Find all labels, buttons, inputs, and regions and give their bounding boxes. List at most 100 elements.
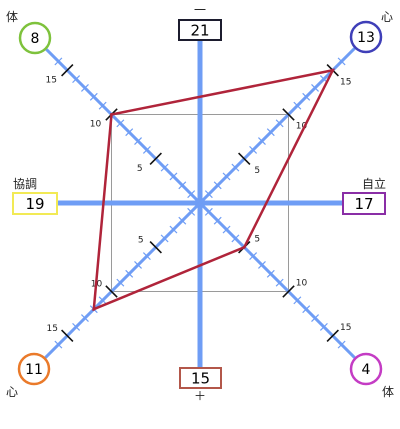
tick-tl-7 [134,137,143,146]
tick-label-bl-5: 5 [138,235,144,245]
tick-tr-12 [302,92,311,101]
tick-tl-12 [89,92,98,101]
tick-bl-5 [149,241,162,254]
tick-br-3 [222,225,231,234]
box-label-right: 自立 [362,176,386,191]
circle-br [349,352,383,386]
tick-tr-8 [266,128,275,137]
tick-bl-1 [187,207,196,216]
tick-br-9 [275,278,284,287]
tick-bl-11 [98,296,107,305]
tick-label-bl-15: 15 [47,324,58,334]
tick-label-tl-15: 15 [46,75,57,85]
circle-value-tl: 8 [31,31,40,47]
tick-br-8 [266,269,275,278]
tick-tl-8 [125,128,134,137]
box-bottom [179,367,222,389]
circle-tl [18,21,52,55]
tick-tl-13 [80,83,89,92]
tick-bl-10 [105,285,118,298]
box-left [12,192,58,215]
tick-tr-16 [337,57,346,66]
circle-tr [349,20,383,54]
tick-bl-6 [142,252,151,261]
tick-bl-3 [169,225,178,234]
tick-tl-2 [178,181,187,190]
tick-br-2 [213,216,222,225]
tick-bl-2 [178,216,187,225]
circle-label-bl: 心 [6,385,18,399]
data-point-bl [92,307,96,311]
box-value-right: 17 [354,195,373,213]
tick-tr-11 [293,101,302,110]
tick-label-tr-5: 5 [254,166,260,176]
circle-value-tr: 13 [357,30,375,46]
tick-tr-7 [257,137,266,146]
tick-tl-14 [72,75,81,84]
tick-br-4 [231,234,240,243]
tick-bl-14 [72,322,81,331]
tick-tl-4 [160,163,169,172]
tick-label-br-15: 15 [340,323,351,333]
tick-br-16 [337,340,346,349]
box-value-bottom: 15 [191,370,210,388]
circle-label-br: 体 [382,385,394,399]
tick-label-tl-5: 5 [137,164,143,174]
data-point-tr [331,68,335,72]
tick-tr-1 [204,190,213,199]
tick-bl-7 [134,260,143,269]
tick-tr-3 [222,172,231,181]
tick-tr-5 [238,152,251,165]
tick-br-10 [282,285,295,298]
tick-tl-16 [54,57,63,66]
data-point-tl [110,113,113,116]
tick-bl-16 [54,340,63,349]
tick-tr-2 [213,181,222,190]
box-label-top: 一 [194,3,206,17]
tick-bl-15 [61,329,74,342]
tick-bl-13 [80,314,89,323]
circle-value-bl: 11 [25,362,43,378]
tick-tr-4 [231,163,240,172]
data-point-br [242,245,246,249]
tick-br-13 [311,314,320,323]
tick-label-tr-15: 15 [340,77,351,87]
tick-tl-6 [142,145,151,154]
tick-br-11 [293,296,302,305]
tick-tr-10 [282,108,295,121]
tick-bl-9 [116,278,125,287]
tick-label-tr-10: 10 [296,122,308,132]
tick-br-6 [249,252,258,261]
box-value-left: 19 [25,195,44,213]
tick-bl-4 [160,234,169,243]
tick-br-12 [302,305,311,314]
tick-tl-3 [169,172,178,181]
tick-tl-1 [187,190,196,199]
tick-bl-8 [125,269,134,278]
box-value-top: 21 [190,22,209,40]
circle-value-br: 4 [362,362,371,378]
tick-label-br-5: 5 [254,234,260,244]
tick-tr-9 [275,119,284,128]
tick-br-15 [326,329,339,342]
tick-tl-9 [116,119,125,128]
tick-br-1 [204,207,213,216]
box-label-bottom: ＋ [194,389,206,403]
tick-tr-6 [249,145,258,154]
box-right [342,192,386,215]
tick-tr-13 [311,83,320,92]
tick-tl-15 [61,64,74,77]
circle-label-tl: 体 [6,10,18,24]
box-top [178,19,222,41]
tick-br-7 [257,260,266,269]
tick-label-tl-10: 10 [90,120,102,130]
tick-br-14 [319,322,328,331]
tick-tl-11 [98,101,107,110]
tick-label-br-10: 10 [296,279,308,289]
circle-bl [17,352,51,386]
tick-tl-5 [149,152,162,165]
circle-label-tr: 心 [381,10,393,24]
box-label-left: 協調 [13,176,37,191]
